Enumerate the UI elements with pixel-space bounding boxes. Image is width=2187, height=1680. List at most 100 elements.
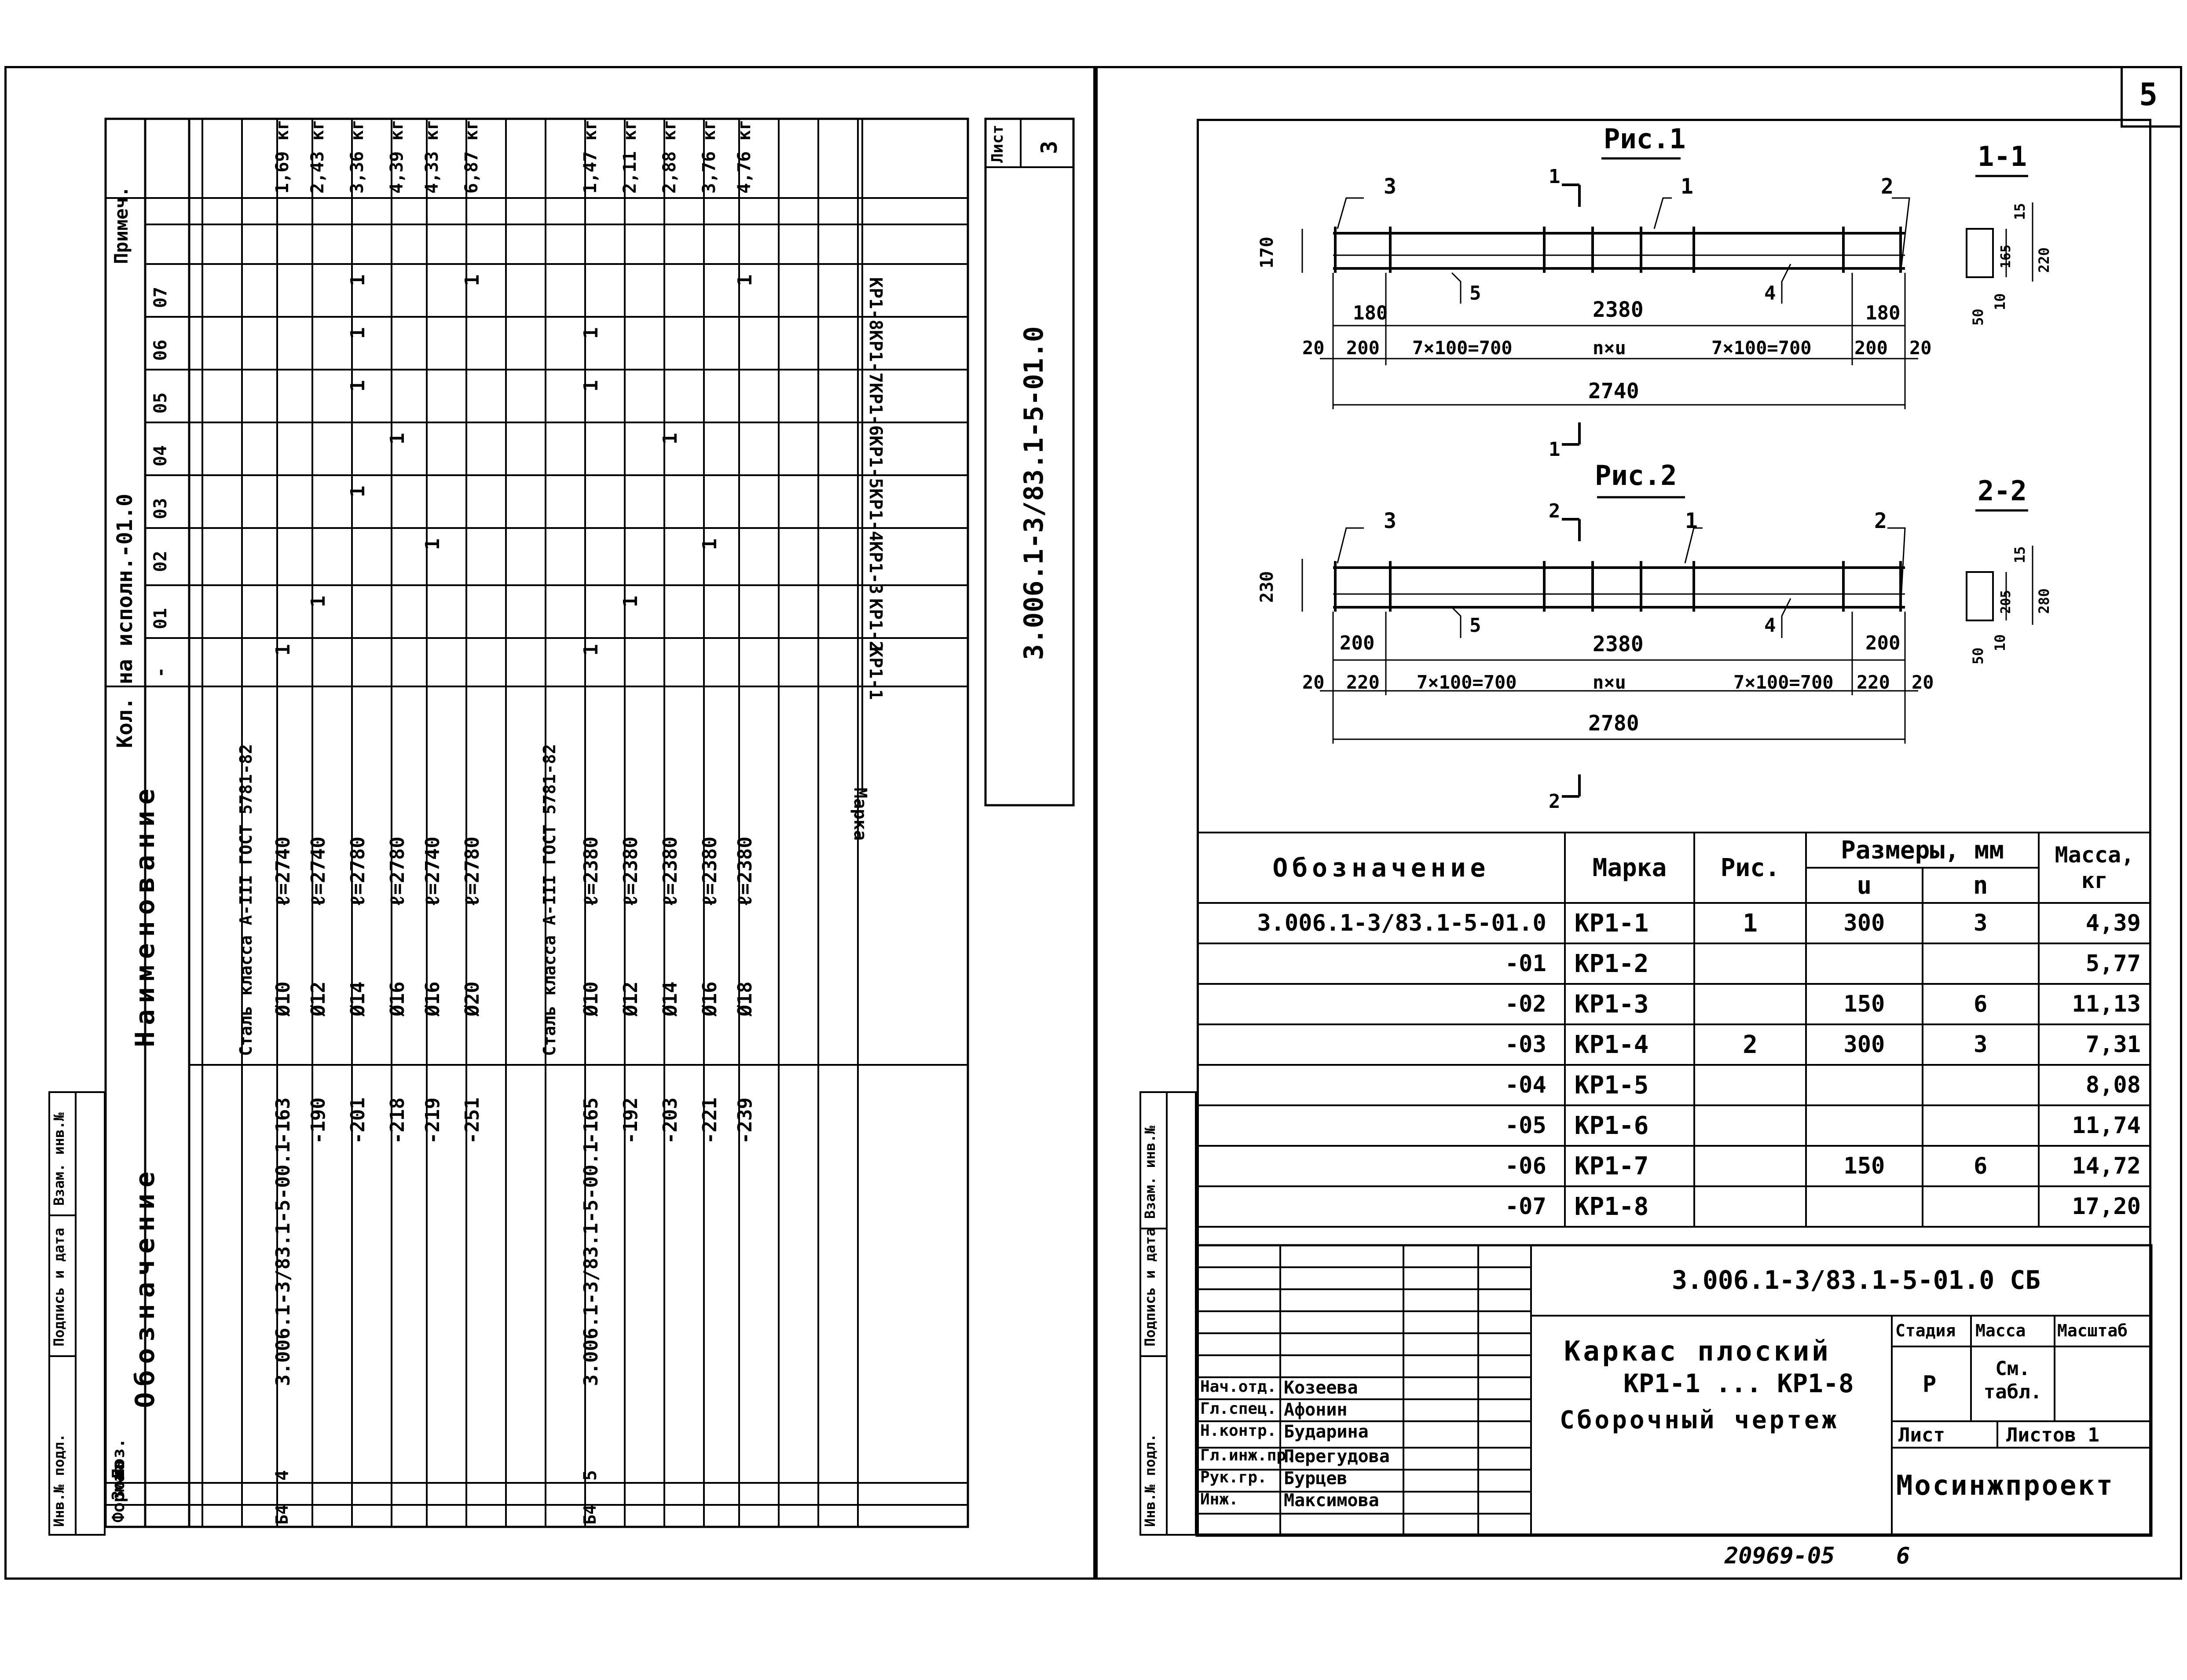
- fig1-mid-1: 200: [1346, 337, 1380, 359]
- dt-designation: -06: [1197, 1145, 1566, 1187]
- fig1-callout-3: 3: [1384, 174, 1396, 199]
- fig2-total: 2780: [1588, 711, 1639, 736]
- dt-n: 3: [1921, 902, 2040, 944]
- fig1-callout-1: 1: [1681, 174, 1693, 199]
- dt-n: [1921, 1064, 2040, 1106]
- fig2-callout-4: 4: [1764, 614, 1776, 637]
- tb-role-3: Гл.инж.пр.: [1200, 1446, 1296, 1464]
- fig1-callout-5: 5: [1469, 282, 1481, 304]
- dt-n: 3: [1921, 1023, 2040, 1066]
- dt-u: 300: [1805, 902, 1923, 944]
- fig1-mid-2: 7×100=700: [1412, 337, 1513, 359]
- dt-fig: [1693, 1185, 1807, 1228]
- fig2-callout-2: 2: [1874, 509, 1887, 533]
- dimensions-table: Обозначение Марка Рис. Размеры, мм Масса…: [1197, 832, 2152, 1228]
- dt-mass: 5,77: [2037, 943, 2152, 985]
- fig1-mid-3: n×u: [1593, 337, 1626, 359]
- fig2-mid-2: 7×100=700: [1417, 671, 1517, 693]
- tb-name-3: Перегудова: [1284, 1446, 1390, 1467]
- dt-designation: -02: [1197, 983, 1566, 1025]
- dt-n: [1921, 1104, 2040, 1147]
- fig2-section: 2-2: [1978, 475, 2027, 507]
- tb-role-5: Инж.: [1200, 1490, 1238, 1508]
- dt-mark: КР1-2: [1564, 943, 1696, 985]
- right-sheet-frame: [1095, 66, 2182, 1580]
- tb-sheet-label: Лист: [1898, 1424, 1945, 1446]
- tb-name-0: Козеева: [1284, 1378, 1358, 1398]
- tb-scale-label: Масштаб: [2057, 1321, 2128, 1340]
- tb-name-2: Бударина: [1284, 1422, 1369, 1442]
- dt-head-designation: Обозначение: [1197, 832, 1566, 904]
- dt-head-u: u: [1805, 867, 1923, 904]
- tb-title-2: КР1-1 ... КР1-8: [1623, 1368, 1854, 1398]
- fig2-cut-bottom: 2: [1549, 790, 1561, 813]
- fig2-title: Рис.2: [1595, 459, 1677, 492]
- fig2-callout-1: 1: [1685, 509, 1698, 533]
- fig2-dim-left: 200: [1340, 632, 1375, 654]
- fig1-title: Рис.1: [1604, 123, 1686, 155]
- dt-designation: -07: [1197, 1185, 1566, 1228]
- dt-fig: [1693, 1104, 1807, 1147]
- dt-mark: КР1-3: [1564, 983, 1696, 1025]
- tb-role-1: Гл.спец.: [1200, 1400, 1277, 1418]
- page-number-box: [2121, 66, 2182, 128]
- dt-n: 6: [1921, 983, 2040, 1025]
- tb-title-3: Сборочный чертеж: [1560, 1406, 1839, 1434]
- page-number: 5: [2139, 77, 2158, 113]
- dt-mark: КР1-4: [1564, 1023, 1696, 1066]
- tb-sheets-label: Листов 1: [2006, 1424, 2099, 1446]
- tb-mass: См. табл.: [1983, 1357, 2042, 1403]
- fig1-section: 1-1: [1978, 140, 2027, 172]
- dt-head-sizes: Размеры, мм: [1805, 832, 2040, 869]
- tb-title-1: Каркас плоский: [1564, 1335, 1831, 1367]
- dt-head-mass: Масса, кг: [2037, 832, 2152, 904]
- fig1-dim-center: 2380: [1593, 297, 1644, 322]
- dt-fig: [1693, 943, 1807, 985]
- fig2-mid-1: 220: [1346, 671, 1380, 693]
- dt-u: 150: [1805, 1145, 1923, 1187]
- dt-designation: -03: [1197, 1023, 1566, 1066]
- fig1-cut-top: 1: [1549, 165, 1561, 188]
- dt-mass: 8,08: [2037, 1064, 2152, 1106]
- footer-page: 6: [1896, 1543, 1910, 1569]
- tb-doc-code: 3.006.1-3/83.1-5-01.0 СБ: [1672, 1265, 2041, 1295]
- dt-mass: 4,39: [2037, 902, 2152, 944]
- dt-mark: КР1-8: [1564, 1185, 1696, 1228]
- dt-designation: 3.006.1-3/83.1-5-01.0: [1197, 902, 1566, 944]
- fig2-callout-3: 3: [1384, 509, 1396, 533]
- tb-stage: Р: [1923, 1371, 1937, 1398]
- fig2-cut-top: 2: [1549, 500, 1561, 522]
- dt-mark: КР1-5: [1564, 1064, 1696, 1106]
- dt-u: [1805, 1185, 1923, 1228]
- dt-head-mark: Марка: [1564, 832, 1696, 904]
- tb-name-4: Бурцев: [1284, 1468, 1348, 1489]
- fig2-callout-5: 5: [1469, 614, 1481, 637]
- tb-mass-label: Масса: [1975, 1321, 2026, 1340]
- fig1-mid-4: 7×100=700: [1711, 337, 1812, 359]
- tb-role-2: Н.контр.: [1200, 1422, 1277, 1440]
- dt-u: [1805, 1064, 1923, 1106]
- fig1-mid-5: 200: [1854, 337, 1888, 359]
- tb-org: Мосинжпроект: [1896, 1469, 2114, 1501]
- fig2-mid-3: n×u: [1593, 671, 1626, 693]
- tb-role-4: Рук.гр.: [1200, 1468, 1267, 1486]
- fig2-mid-5: 220: [1857, 671, 1890, 693]
- dt-fig: 2: [1693, 1023, 1807, 1066]
- dt-fig: [1693, 983, 1807, 1025]
- fig2-mid-6: 20: [1912, 671, 1934, 693]
- dt-designation: -01: [1197, 943, 1566, 985]
- fig1-callout-2: 2: [1881, 174, 1894, 199]
- footer-code: 20969-05: [1725, 1543, 1835, 1569]
- dt-n: [1921, 943, 2040, 985]
- dt-mass: 7,31: [2037, 1023, 2152, 1066]
- dt-n: 6: [1921, 1145, 2040, 1187]
